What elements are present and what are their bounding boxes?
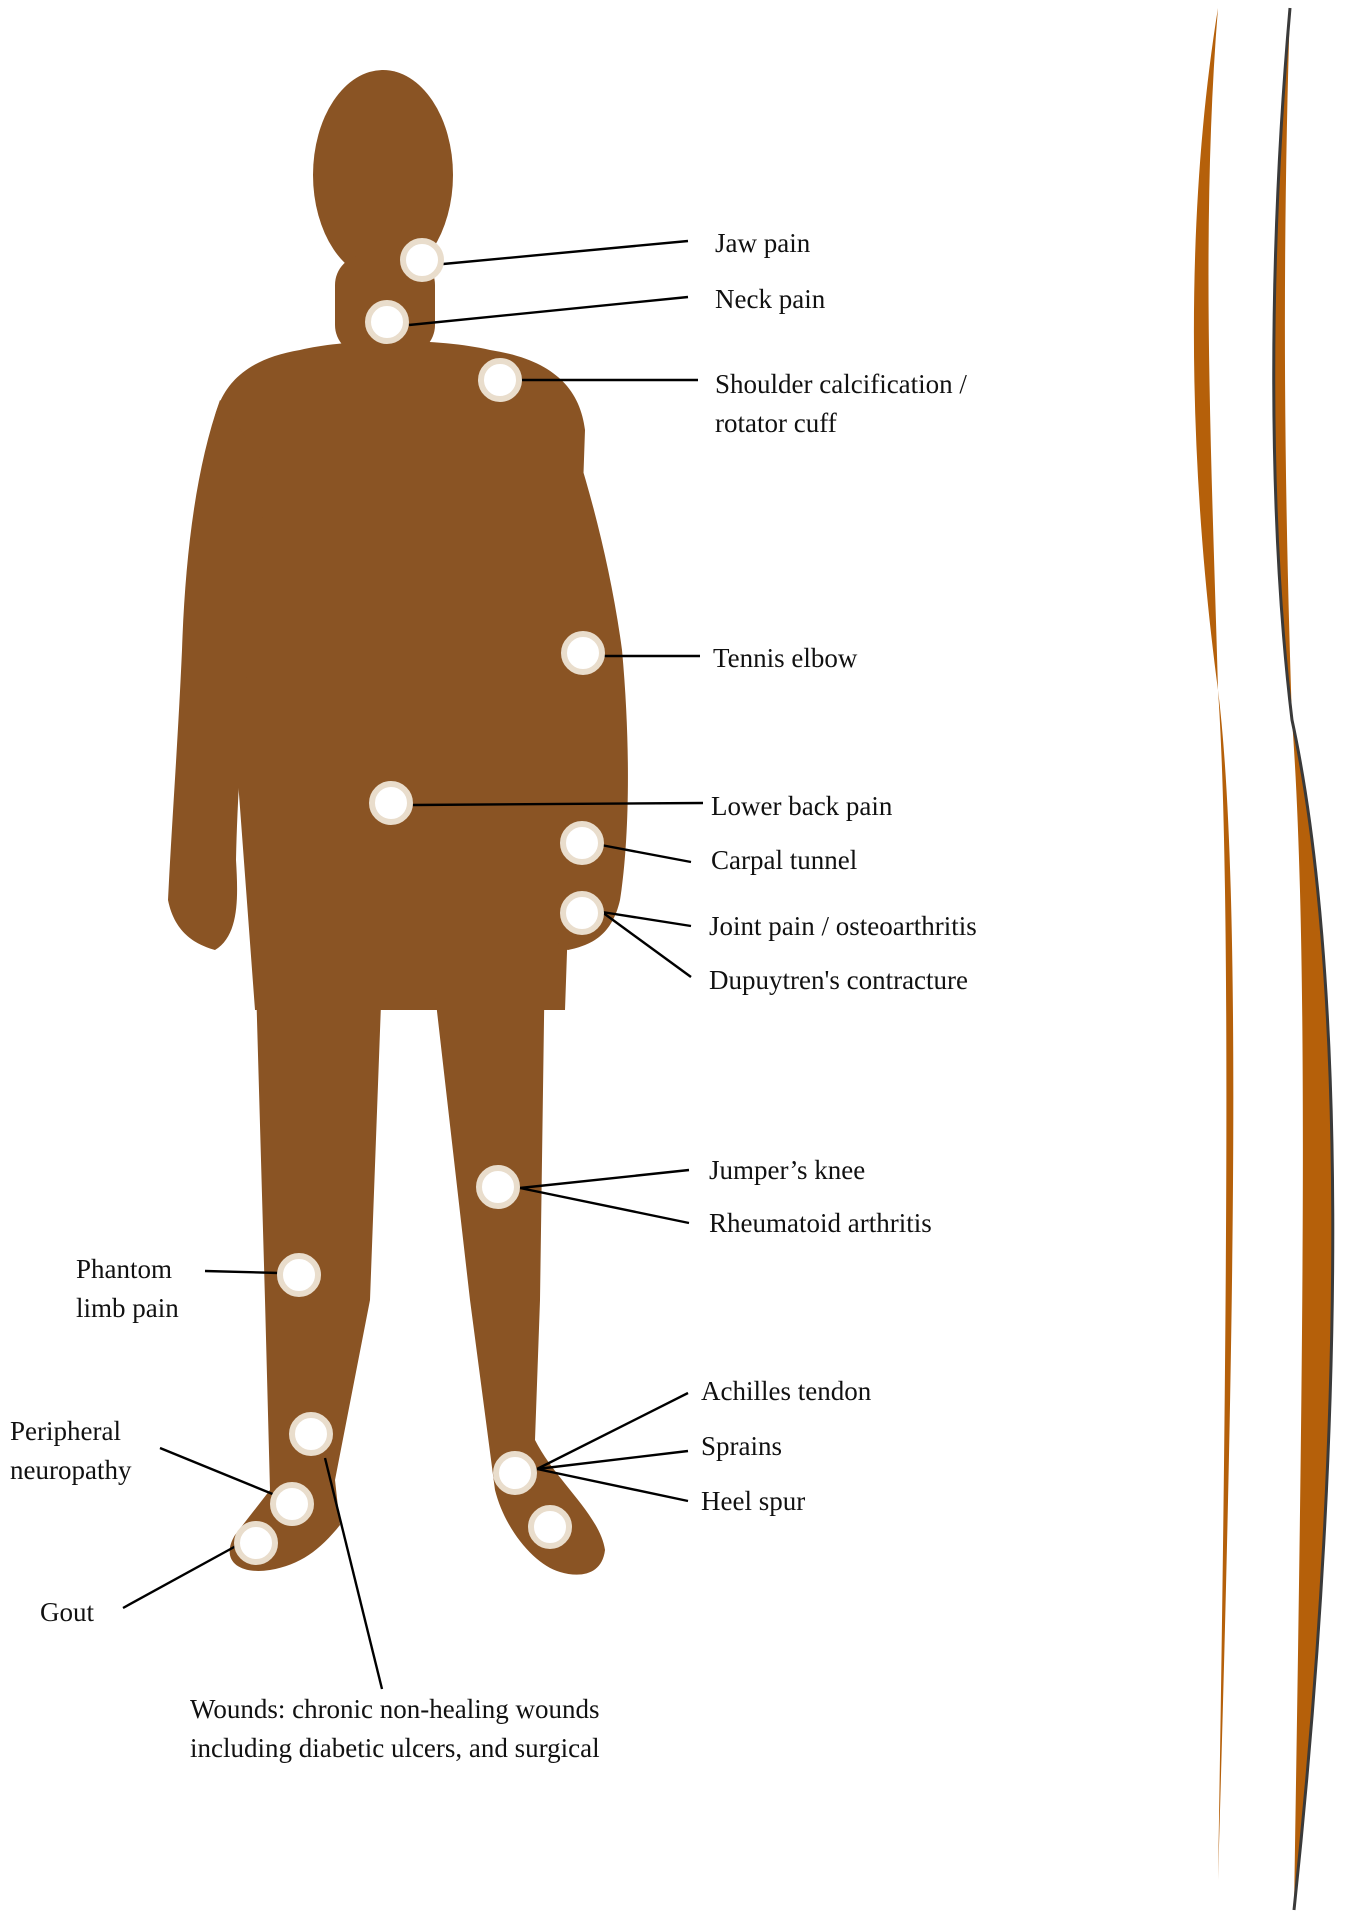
dupuytren-leader — [602, 912, 691, 977]
left-toe-marker — [237, 1524, 275, 1562]
shoulder-label-line-1: Shoulder calcification / — [715, 365, 967, 404]
neck-marker — [368, 303, 406, 341]
peripheral-label-line-2: neuropathy — [10, 1451, 131, 1490]
joint-pain-label: Joint pain / osteoarthritis — [709, 907, 977, 946]
carpal-tunnel-label: Carpal tunnel — [711, 841, 857, 880]
jaw-leader — [443, 241, 688, 264]
lower-back-pain-label: Lower back pain — [711, 787, 892, 826]
wounds-label: Wounds: chronic non-healing wounds inclu… — [190, 1690, 600, 1768]
shoulder-marker — [481, 361, 519, 399]
hand-marker — [563, 894, 601, 932]
peripheral-neuropathy-label: Peripheral neuropathy — [10, 1412, 131, 1490]
shoulder-label: Shoulder calcification / rotator cuff — [715, 365, 967, 443]
right-ankle-marker — [496, 1454, 534, 1492]
neck-leader — [409, 297, 688, 325]
outer-band — [1194, 8, 1233, 1880]
phantom-limb-label: Phantom limb pain — [76, 1250, 179, 1328]
gout-label: Gout — [40, 1593, 94, 1632]
jumpers-knee-label: Jumper’s knee — [709, 1151, 865, 1190]
sprains-leader — [537, 1451, 688, 1469]
shin-marker — [292, 1415, 330, 1453]
phantom-label-line-1: Phantom — [76, 1250, 179, 1289]
jumper-leader — [520, 1170, 689, 1188]
knee-marker — [479, 1168, 517, 1206]
dupuytren-label: Dupuytren's contracture — [709, 961, 968, 1000]
decorative-bands — [1194, 8, 1333, 1910]
wrist-marker — [563, 824, 601, 862]
wounds-label-line-2: including diabetic ulcers, and surgical — [190, 1729, 600, 1768]
neck-pain-label: Neck pain — [715, 280, 825, 319]
achilles-tendon-label: Achilles tendon — [701, 1372, 871, 1411]
left-ankle-marker — [273, 1485, 311, 1523]
right-heel-marker — [531, 1508, 569, 1546]
jaw-marker — [403, 241, 441, 279]
rheumatoid-leader — [520, 1188, 689, 1223]
achilles-leader — [537, 1393, 688, 1469]
joint-leader — [602, 912, 691, 926]
heel-spur-label: Heel spur — [701, 1482, 805, 1521]
tennis-elbow-label: Tennis elbow — [713, 639, 857, 678]
torso — [212, 341, 585, 1010]
phantom-label-line-2: limb pain — [76, 1289, 179, 1328]
jaw-pain-label: Jaw pain — [715, 224, 810, 263]
peripheral-leader — [160, 1448, 275, 1495]
lower-back-marker — [372, 784, 410, 822]
elbow-marker — [564, 634, 602, 672]
sprains-label: Sprains — [701, 1427, 782, 1466]
wounds-leader — [325, 1458, 382, 1689]
shoulder-label-line-2: rotator cuff — [715, 404, 967, 443]
thigh-marker — [280, 1256, 318, 1294]
peripheral-label-line-1: Peripheral — [10, 1412, 131, 1451]
gout-leader — [123, 1546, 236, 1608]
rheumatoid-arthritis-label: Rheumatoid arthritis — [709, 1204, 932, 1243]
wounds-label-line-1: Wounds: chronic non-healing wounds — [190, 1690, 600, 1729]
